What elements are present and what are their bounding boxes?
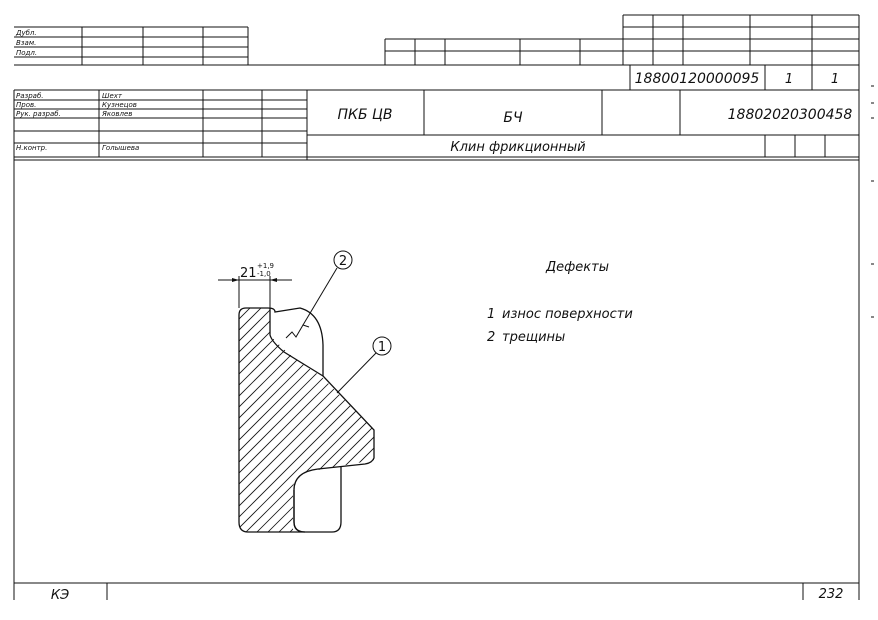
side-row-dubl: Дубл. bbox=[15, 29, 37, 37]
hatch-line bbox=[0, 300, 192, 540]
hatch-line bbox=[239, 308, 374, 532]
role-norm-control: Н.контр. bbox=[16, 144, 47, 152]
hatch-line bbox=[381, 300, 621, 540]
name-norm-control: Голышева bbox=[102, 144, 139, 152]
hatch-line bbox=[0, 300, 170, 540]
hatch-line bbox=[0, 300, 203, 540]
hatch-line bbox=[239, 308, 303, 532]
name-checker: Кузнецов bbox=[102, 101, 137, 109]
hatch-line bbox=[239, 308, 248, 532]
dimension-upper: +1,9 bbox=[257, 262, 274, 270]
hatch-line bbox=[590, 300, 830, 540]
hatch-line bbox=[239, 308, 270, 532]
role-developer: Разраб. bbox=[16, 92, 44, 100]
hatch-line bbox=[239, 308, 374, 532]
revision-grid bbox=[384, 14, 860, 90]
hatch-line bbox=[239, 308, 281, 532]
dimension-lower: -1,0 bbox=[257, 270, 271, 278]
part-number: 18802020300458 bbox=[728, 107, 853, 123]
defect-2-text: трещины bbox=[502, 330, 565, 345]
margin-ticks bbox=[871, 85, 874, 318]
hatch-line bbox=[239, 308, 374, 532]
hatch-line bbox=[248, 308, 374, 532]
part-crown bbox=[269, 308, 324, 377]
hatch-line bbox=[239, 308, 314, 532]
hatch-line bbox=[239, 308, 259, 532]
hatch-line bbox=[568, 300, 808, 540]
hatch-line bbox=[239, 308, 374, 532]
role-lead: Рук. разраб. bbox=[16, 110, 61, 118]
hatch-line bbox=[546, 300, 786, 540]
signatures-table: Разраб. Шехт Пров. Кузнецов Рук. разраб.… bbox=[14, 90, 859, 160]
hatch-line bbox=[535, 300, 775, 540]
hatch-line bbox=[281, 308, 374, 532]
hatch-line bbox=[292, 308, 374, 532]
hatch-line bbox=[0, 300, 236, 540]
hatch-line bbox=[0, 300, 214, 540]
name-lead: Яковлев bbox=[101, 110, 132, 118]
hatch-line bbox=[0, 300, 225, 540]
hatch-line bbox=[447, 300, 687, 540]
name-developer: Шехт bbox=[102, 92, 123, 100]
dimension-21: 21 +1,9 -1,0 bbox=[218, 262, 292, 308]
side-block: Дубл. Взам. Подл. bbox=[14, 26, 249, 66]
hatch-line bbox=[239, 308, 292, 532]
top-title-block: Дубл. Взам. Подл. bbox=[13, 14, 860, 600]
hatch-line bbox=[239, 308, 374, 532]
side-row-podl: Подл. bbox=[16, 49, 37, 57]
footer: КЭ 232 bbox=[14, 582, 859, 603]
part-contour bbox=[238, 307, 375, 533]
hatch-line bbox=[239, 308, 374, 532]
hatch-line bbox=[612, 300, 852, 540]
part-section: 21 +1,9 -1,0 2 1 bbox=[0, 250, 863, 540]
hatch-line bbox=[239, 308, 374, 532]
hatch-line bbox=[270, 308, 374, 532]
footer-doc-type: КЭ bbox=[51, 588, 69, 603]
hatch-line bbox=[579, 300, 819, 540]
sheets-total: 1 bbox=[831, 72, 839, 87]
footer-page-number: 232 bbox=[819, 587, 844, 602]
callout-2: 2 bbox=[302, 250, 353, 326]
hatch-line bbox=[239, 308, 347, 532]
part-name: Клин фрикционный bbox=[450, 140, 585, 155]
callout-1-label: 1 bbox=[378, 340, 386, 355]
defect-1-text: износ поверхности bbox=[502, 307, 633, 322]
hatch-line bbox=[259, 308, 374, 532]
section-hatching bbox=[0, 300, 863, 540]
hatch-line bbox=[0, 300, 181, 540]
sheet-number: 1 bbox=[785, 72, 793, 87]
callout-2-label: 2 bbox=[339, 254, 347, 269]
defect-1-number: 1 bbox=[487, 307, 495, 322]
hatch-line bbox=[239, 308, 358, 532]
hatch-line bbox=[239, 308, 336, 532]
side-row-vzam: Взам. bbox=[16, 39, 36, 47]
hatch-line bbox=[601, 300, 841, 540]
hatch-line bbox=[623, 300, 863, 540]
callout-1: 1 bbox=[336, 336, 392, 394]
part-rib bbox=[293, 467, 342, 533]
dimension-nominal: 21 bbox=[240, 266, 257, 281]
defects-heading: Дефекты bbox=[545, 260, 609, 275]
hatch-line bbox=[239, 308, 374, 532]
defect-2-number: 2 bbox=[487, 330, 495, 345]
hatch-line bbox=[557, 300, 797, 540]
defects-list: Дефекты 1 износ поверхности 2 трещины bbox=[487, 260, 633, 345]
hatch-line bbox=[239, 308, 369, 532]
crack-mark bbox=[285, 324, 310, 339]
department: БЧ bbox=[503, 110, 523, 126]
document-number: 18800120000095 bbox=[635, 71, 760, 87]
organization: ПКБ ЦВ bbox=[338, 107, 393, 123]
role-checker: Пров. bbox=[16, 101, 36, 109]
